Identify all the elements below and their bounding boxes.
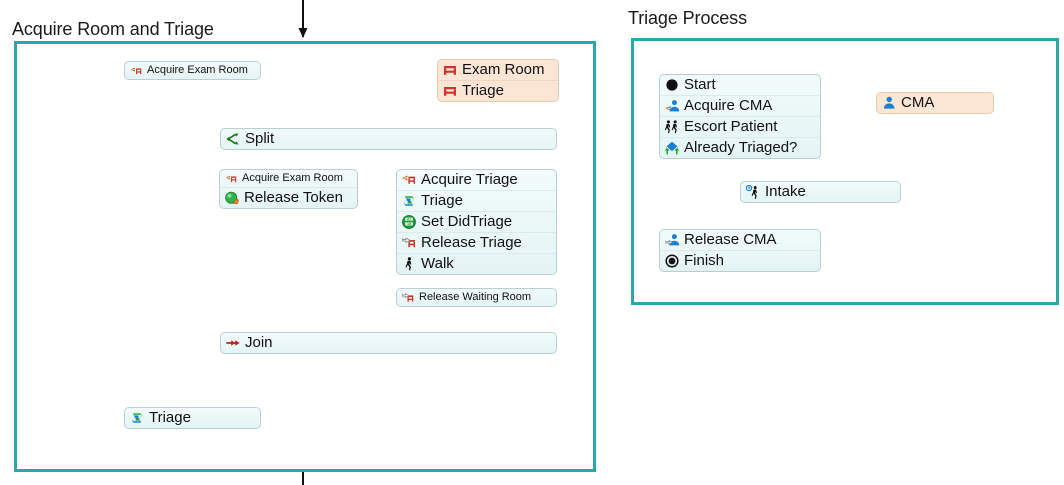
start-icon [666,79,678,91]
resource-block-exam-room-triage[interactable]: Exam Room Triage [437,59,559,102]
node-label: Start [684,76,716,93]
release-person-icon [665,234,680,246]
node-label: Acquire Exam Room [147,64,248,76]
node-release-waiting-room[interactable]: Release Waiting Room [396,288,557,307]
node-label: Escort Patient [684,118,778,135]
node-join[interactable]: Join [220,332,557,354]
release-token-icon [225,191,240,204]
node-row-release-cma: Release CMA [660,230,820,250]
walk-icon [405,257,412,271]
person-resource-icon [883,96,895,109]
node-label: Acquire Exam Room [242,172,343,184]
resource-row-exam-room: Exam Room [438,60,558,80]
node-label: Acquire CMA [684,97,773,114]
svg-text:10: 10 [407,222,411,226]
resource-bench-icon [444,87,456,96]
svg-text:01: 01 [407,218,411,222]
node-intake[interactable]: Intake [740,181,901,203]
node-row-already-triaged: Already Triaged? [660,137,820,158]
node-label: Acquire Triage [421,171,518,188]
node-label: Triage [421,192,463,209]
node-row: Release Waiting Room [397,289,556,306]
acquire-resource-icon [130,67,142,74]
node-row-acquire-cma: Acquire CMA [660,95,820,116]
panel-title-acquire-room-and-triage: Acquire Room and Triage [12,19,214,39]
node-row-release-triage: Release Triage [397,232,556,253]
node-row-finish: Finish [660,250,820,271]
node-label: Split [245,130,275,147]
node-row: Acquire Exam Room [125,62,260,79]
join-icon [226,340,240,346]
node-row: Triage [125,408,260,428]
acquire-resource-icon [225,175,237,182]
node-block-end[interactable]: Release CMA Finish [659,229,821,272]
node-label: Already Triaged? [684,139,798,156]
node-label: Join [245,334,273,351]
process-loop-icon [404,196,414,206]
node-row-set-didtriage: 01 10 Set DidTriage [397,211,556,232]
node-triage-end[interactable]: Triage [124,407,261,429]
resource-label: Exam Room [462,61,545,78]
resource-row-cma: CMA [877,93,993,113]
node-row: Join [221,333,556,353]
node-block-left-branch[interactable]: Acquire Exam Room Release Token [219,169,358,209]
set-variable-icon: 01 10 [402,215,416,229]
decision-icon [664,141,680,155]
node-row-acquire-triage: Acquire Triage [397,170,556,190]
node-label: Set DidTriage [421,213,513,230]
resource-bench-icon [444,66,456,75]
node-block-right-branch[interactable]: Acquire Triage Triage 01 10 Set DidTriag… [396,169,557,275]
node-row-start: Start [660,75,820,95]
node-row: Intake [741,182,900,202]
node-label: Walk [421,255,454,272]
node-row-acquire-exam-room: Acquire Exam Room [220,170,357,187]
split-icon [226,133,239,145]
acquire-person-icon [665,100,680,112]
node-row-escort-patient: Escort Patient [660,116,820,137]
node-block-start[interactable]: Start Acquire CMA Escort Patient [659,74,821,159]
node-label: Release Token [244,189,343,206]
resource-block-cma[interactable]: CMA [876,92,994,114]
node-label: Intake [765,183,806,200]
node-row: Split [221,129,556,149]
node-row-triage: Triage [397,190,556,211]
panel-title-triage-process: Triage Process [628,8,747,28]
acquire-resource-icon [402,175,415,184]
node-split[interactable]: Split [220,128,557,150]
node-row-walk: Walk [397,253,556,274]
node-label: Release CMA [684,231,777,248]
escort-icon [664,120,677,134]
node-row-release-token: Release Token [220,187,357,208]
node-acquire-exam-room-top[interactable]: Acquire Exam Room [124,61,261,80]
node-label: Triage [149,409,191,426]
release-resource-icon [402,292,414,302]
resource-row-triage: Triage [438,80,558,101]
process-loop-icon [132,413,142,423]
finish-icon [665,254,679,268]
node-label: Finish [684,252,725,269]
release-resource-icon [402,237,415,248]
node-label: Release Waiting Room [419,291,532,303]
node-label: Release Triage [421,234,522,251]
resource-label: CMA [901,94,935,111]
delay-walk-icon [745,184,757,199]
resource-label: Triage [462,82,504,99]
